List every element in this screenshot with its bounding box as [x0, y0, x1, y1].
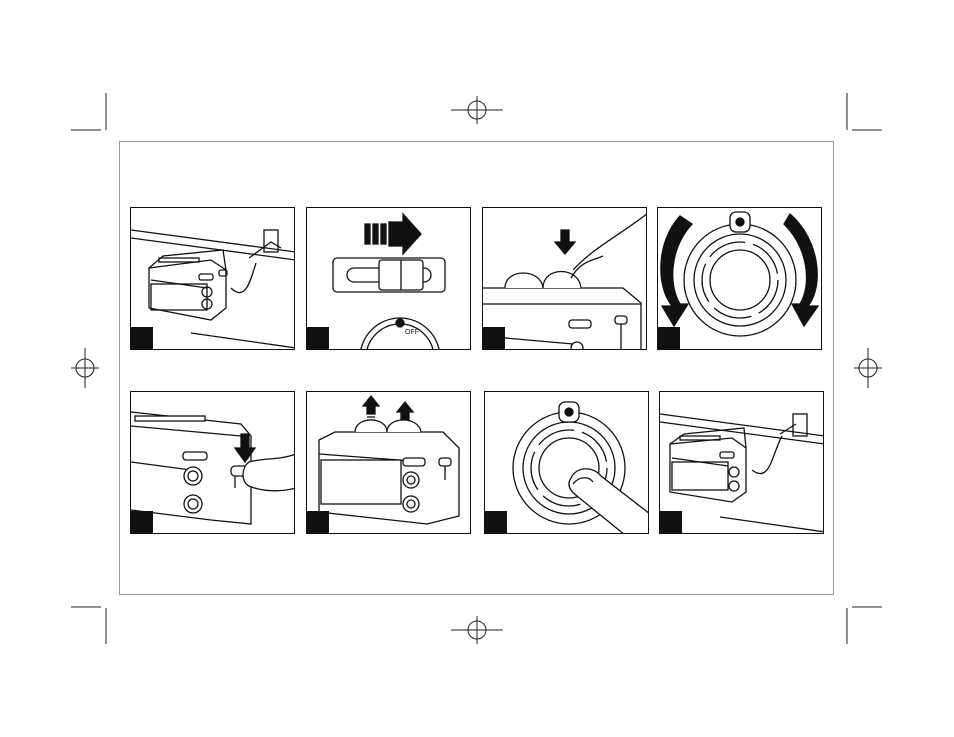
step-figure-slide-lever: OFF — [306, 207, 471, 350]
lever-slide-right-icon: OFF — [307, 208, 471, 350]
step-figure-insert-bread — [482, 207, 647, 350]
press-cancel-button-icon — [485, 392, 649, 534]
step-figure-turn-dial — [657, 207, 822, 350]
step-number-badge — [660, 511, 682, 533]
step-figure-plug-in — [130, 207, 295, 350]
step-figure-press-lever — [130, 391, 295, 534]
step-number-badge — [485, 511, 507, 533]
step-figure-press-cancel — [484, 391, 649, 534]
step-figure-unplug — [659, 391, 824, 534]
unplug-outlet-icon — [660, 392, 824, 534]
turn-dial-icon — [658, 208, 822, 350]
step-number-badge — [483, 327, 505, 349]
step-number-badge — [307, 327, 329, 349]
press-lever-down-icon — [131, 392, 295, 534]
step-number-badge — [131, 511, 153, 533]
step-number-badge — [307, 511, 329, 533]
step-figure-toast-pops-up — [306, 391, 471, 534]
insert-bread-icon — [483, 208, 647, 350]
step-number-badge — [131, 327, 153, 349]
dial-off-label: OFF — [405, 329, 419, 336]
step-number-badge — [658, 327, 680, 349]
plug-in-outlet-icon — [131, 208, 295, 350]
toast-pops-up-icon — [307, 392, 471, 534]
